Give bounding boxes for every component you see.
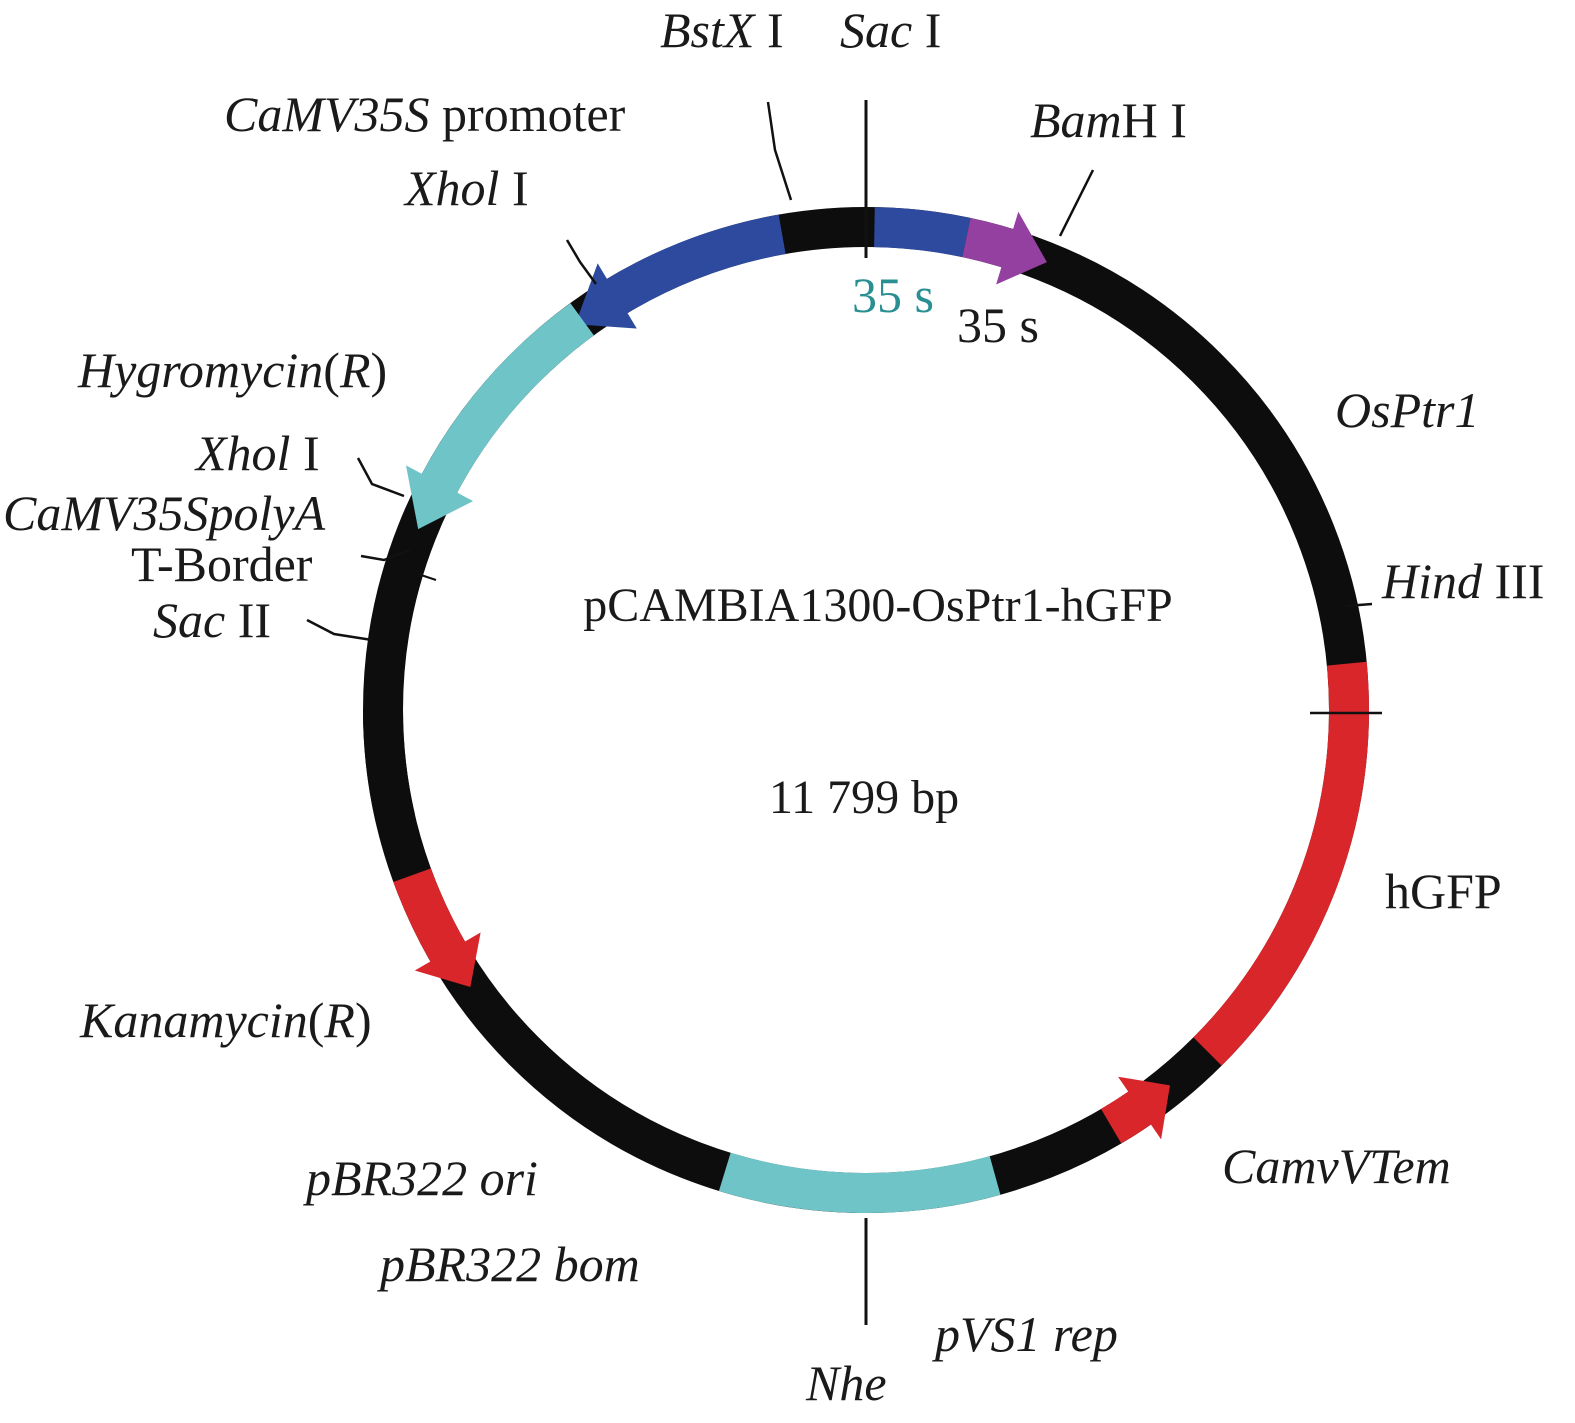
bstx-i-label: BstX I [660, 2, 784, 58]
kanamycin-name: Kanamycin [79, 992, 308, 1048]
bamh-i-site-line [1058, 169, 1095, 237]
pbr322-bom-label: pBR322 bom [377, 1236, 640, 1292]
t-border-site-line [360, 548, 411, 562]
pvs1-rep-segment [718, 1152, 1001, 1213]
hygromycin-r: R [339, 342, 371, 398]
35s-teal-label: 35 s [852, 267, 934, 323]
sac-i-suffix: I [912, 2, 941, 58]
xhol-i-mid-name: Xhol [194, 425, 290, 481]
nhe-label: Nhe [805, 1355, 887, 1411]
plasmid-size: 11 799 bp [769, 771, 959, 824]
hind-iii-site-line [1345, 602, 1373, 608]
camv35s-promoter-arrow [575, 214, 786, 329]
xhol-i-top-site-line [565, 239, 598, 285]
plasmid-features [363, 207, 1369, 1213]
bstx-i-site-line [766, 101, 793, 201]
t-border-tick [417, 573, 437, 581]
xhol-i-mid-label: Xhol I [194, 425, 320, 481]
pvs1-rep-label: pVS1 rep [932, 1306, 1118, 1362]
kanamycin-open-paren: ( [308, 992, 325, 1048]
hind-iii-label: Hind III [1381, 553, 1544, 609]
hygromycin-name: Hygromycin [77, 342, 323, 398]
xhol-i-top-label: Xhol I [403, 160, 529, 216]
sac-ii-site-line [306, 618, 373, 642]
camvtem-label: CamvVTem [1222, 1138, 1451, 1194]
kanamycin-r-arrow [393, 868, 481, 988]
bamh-i-35s-arrow [962, 211, 1047, 285]
hygromycin-close-paren: ) [371, 342, 388, 398]
xhol-i-mid-site-line [356, 457, 405, 498]
hind-iii-name: Hind [1381, 553, 1483, 609]
35s-black-label: 35 s [957, 297, 1039, 353]
camv35s-promoter-suffix: promoter [430, 86, 626, 142]
xhol-i-top-suffix: I [499, 160, 528, 216]
hgfp-label: hGFP [1385, 863, 1502, 919]
bstx-i-suffix: I [754, 2, 783, 58]
xhol-i-top-name: Xhol [403, 160, 499, 216]
bamh-i-suffix: H I [1122, 92, 1187, 148]
camv35s-promoter-label: CaMV35S promoter [224, 86, 626, 142]
restriction-site-markers [306, 100, 1382, 1325]
camv35s-promoter-name: CaMV35S [224, 86, 430, 142]
35s-right-segment [874, 207, 971, 258]
sac-i-label: Sac I [840, 2, 941, 58]
hygromycin-r-arrow [405, 303, 594, 530]
hygromycin-r-label: Hygromycin(R) [77, 342, 387, 398]
t-border-label: T-Border [131, 536, 313, 592]
plasmid-name: pCAMBIA1300-OsPtr1-hGFP [583, 579, 1172, 632]
backbone-segment [363, 710, 415, 824]
bamh-i-name: Bam [1030, 92, 1122, 148]
hind-iii-suffix: III [1482, 553, 1544, 609]
bamh-i-label: BamH I [1030, 92, 1187, 148]
sac-i-name: Sac [840, 2, 912, 58]
hygromycin-open-paren: ( [323, 342, 340, 398]
camvtem-arrow [1100, 1076, 1170, 1144]
osptr1-label: OsPtr1 [1335, 382, 1479, 438]
xhol-i-mid-suffix: I [290, 425, 319, 481]
kanamycin-r: R [323, 992, 355, 1048]
hgfp-segment [1193, 661, 1369, 1066]
kanamycin-close-paren: ) [355, 992, 372, 1048]
sac-ii-label: Sac II [153, 592, 271, 648]
sac-ii-name: Sac [153, 592, 225, 648]
sac-ii-suffix: II [225, 592, 271, 648]
bstx-i-name: BstX [660, 2, 757, 58]
kanamycin-r-label: Kanamycin(R) [79, 992, 372, 1048]
pbr322-ori-label: pBR322 ori [303, 1150, 538, 1206]
camv35s-polya-label: CaMV35SpolyA [3, 485, 326, 541]
